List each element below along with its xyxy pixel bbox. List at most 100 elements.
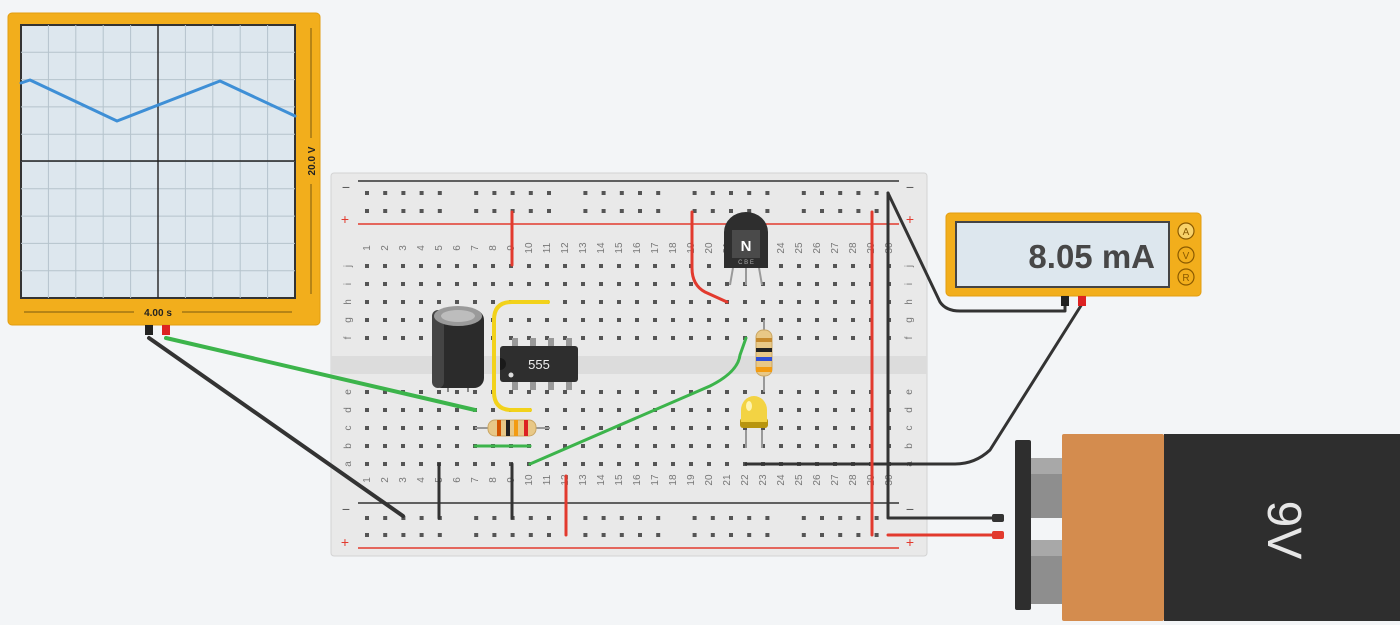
breadboard-hole[interactable] xyxy=(833,282,837,286)
breadboard-hole[interactable] xyxy=(779,282,783,286)
breadboard-hole[interactable] xyxy=(635,390,639,394)
breadboard-hole[interactable] xyxy=(797,426,801,430)
breadboard-hole[interactable] xyxy=(509,390,513,394)
breadboard-hole[interactable] xyxy=(729,209,733,213)
breadboard-hole[interactable] xyxy=(779,408,783,412)
breadboard-hole[interactable] xyxy=(707,300,711,304)
breadboard-hole[interactable] xyxy=(528,516,533,520)
breadboard-hole[interactable] xyxy=(455,300,459,304)
breadboard-hole[interactable] xyxy=(383,336,387,340)
breadboard-hole[interactable] xyxy=(725,426,729,430)
breadboard-hole[interactable] xyxy=(563,390,567,394)
breadboard-hole[interactable] xyxy=(815,336,819,340)
breadboard-hole[interactable] xyxy=(437,444,441,448)
breadboard-hole[interactable] xyxy=(619,516,624,520)
breadboard-hole[interactable] xyxy=(689,318,693,322)
breadboard-hole[interactable] xyxy=(725,390,729,394)
breadboard-hole[interactable] xyxy=(437,408,441,412)
breadboard-hole[interactable] xyxy=(581,282,585,286)
multimeter[interactable]: 8.05 mA A V R xyxy=(945,212,1202,306)
breadboard-hole[interactable] xyxy=(527,336,531,340)
breadboard-hole[interactable] xyxy=(671,390,675,394)
breadboard-hole[interactable] xyxy=(581,408,585,412)
breadboard-hole[interactable] xyxy=(725,282,729,286)
breadboard-hole[interactable] xyxy=(419,209,424,213)
breadboard-hole[interactable] xyxy=(710,516,715,520)
breadboard-hole[interactable] xyxy=(689,282,693,286)
breadboard-hole[interactable] xyxy=(635,336,639,340)
breadboard-hole[interactable] xyxy=(581,426,585,430)
breadboard-hole[interactable] xyxy=(671,426,675,430)
breadboard-hole[interactable] xyxy=(455,408,459,412)
wire-osc-signal[interactable] xyxy=(164,336,477,412)
breadboard-hole[interactable] xyxy=(419,336,423,340)
breadboard-hole[interactable] xyxy=(656,191,661,195)
breadboard-hole[interactable] xyxy=(838,209,843,213)
breadboard-hole[interactable] xyxy=(635,264,639,268)
breadboard-hole[interactable] xyxy=(820,209,824,213)
battery-9v[interactable]: 9V xyxy=(1015,434,1400,621)
breadboard-hole[interactable] xyxy=(527,390,531,394)
breadboard-hole[interactable] xyxy=(473,462,477,466)
breadboard-hole[interactable] xyxy=(743,300,747,304)
breadboard-hole[interactable] xyxy=(419,318,423,322)
breadboard-hole[interactable] xyxy=(473,264,477,268)
breadboard-hole[interactable] xyxy=(856,516,861,520)
breadboard-hole[interactable] xyxy=(617,426,621,430)
breadboard-hole[interactable] xyxy=(779,264,783,268)
breadboard-hole[interactable] xyxy=(635,444,639,448)
breadboard-hole[interactable] xyxy=(656,533,661,537)
breadboard-hole[interactable] xyxy=(797,318,801,322)
breadboard-hole[interactable] xyxy=(383,533,388,537)
breadboard-hole[interactable] xyxy=(383,426,387,430)
wire-osc-ground[interactable] xyxy=(147,336,405,518)
breadboard-hole[interactable] xyxy=(833,264,837,268)
breadboard-hole[interactable] xyxy=(833,300,837,304)
breadboard-hole[interactable] xyxy=(437,191,442,195)
breadboard-hole[interactable] xyxy=(743,390,747,394)
breadboard-hole[interactable] xyxy=(563,408,567,412)
breadboard-hole[interactable] xyxy=(365,426,369,430)
breadboard-hole[interactable] xyxy=(601,191,606,195)
breadboard-hole[interactable] xyxy=(689,408,693,412)
breadboard-hole[interactable] xyxy=(692,209,697,213)
breadboard-hole[interactable] xyxy=(563,300,567,304)
breadboard-hole[interactable] xyxy=(671,408,675,412)
breadboard-hole[interactable] xyxy=(707,282,711,286)
breadboard-hole[interactable] xyxy=(583,209,588,213)
breadboard-hole[interactable] xyxy=(707,462,711,466)
mode-button-amps[interactable]: A xyxy=(1177,222,1195,240)
breadboard-hole[interactable] xyxy=(437,390,441,394)
breadboard-hole[interactable] xyxy=(491,462,495,466)
breadboard-hole[interactable] xyxy=(689,390,693,394)
breadboard-hole[interactable] xyxy=(833,444,837,448)
breadboard-hole[interactable] xyxy=(838,533,843,537)
breadboard-hole[interactable] xyxy=(874,191,879,195)
breadboard-hole[interactable] xyxy=(401,264,405,268)
breadboard-hole[interactable] xyxy=(545,318,549,322)
breadboard-hole[interactable] xyxy=(455,444,459,448)
breadboard-hole[interactable] xyxy=(419,408,423,412)
ic-555[interactable]: 555 xyxy=(500,338,578,390)
breadboard-hole[interactable] xyxy=(599,264,603,268)
breadboard-hole[interactable] xyxy=(797,444,801,448)
breadboard-hole[interactable] xyxy=(801,533,806,537)
breadboard-hole[interactable] xyxy=(491,408,495,412)
breadboard-hole[interactable] xyxy=(617,408,621,412)
breadboard-hole[interactable] xyxy=(545,264,549,268)
breadboard-hole[interactable] xyxy=(815,408,819,412)
breadboard-hole[interactable] xyxy=(419,191,424,195)
breadboard-hole[interactable] xyxy=(527,318,531,322)
led-yellow[interactable] xyxy=(740,396,768,448)
breadboard-hole[interactable] xyxy=(747,209,752,213)
breadboard-hole[interactable] xyxy=(689,300,693,304)
breadboard-hole[interactable] xyxy=(547,191,551,195)
breadboard-hole[interactable] xyxy=(437,209,442,213)
breadboard-hole[interactable] xyxy=(820,516,824,520)
breadboard-hole[interactable] xyxy=(820,533,824,537)
breadboard-hole[interactable] xyxy=(383,209,388,213)
breadboard-hole[interactable] xyxy=(692,191,697,195)
breadboard-hole[interactable] xyxy=(856,533,861,537)
breadboard-hole[interactable] xyxy=(401,336,405,340)
breadboard-hole[interactable] xyxy=(419,300,423,304)
